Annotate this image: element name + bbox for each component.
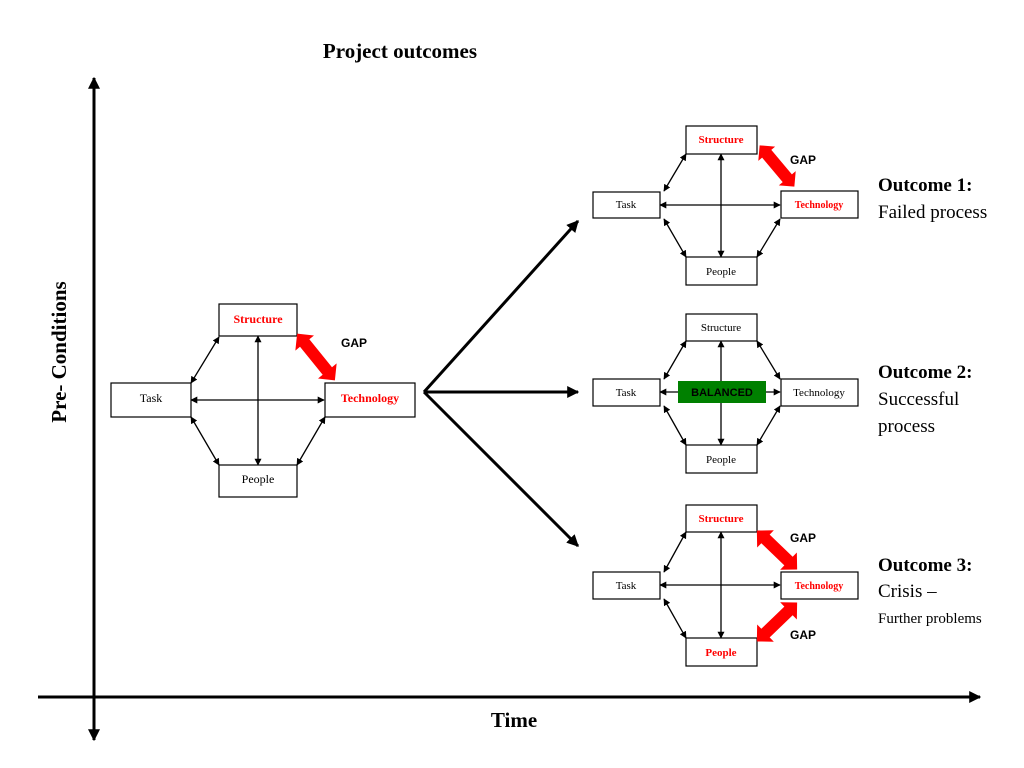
balanced-badge [678,381,766,403]
precondition-group: Structure Task Technology People GAP [110,303,416,498]
technology-people-arrow [296,416,326,466]
outcome1-group: Structure Task Technology People GAP Out… [592,125,987,286]
people-box [685,637,758,667]
structure-label: Structure [233,312,283,326]
task-label: Task [616,580,637,592]
outcome1-description: Failed process [878,202,987,223]
task-people-arrow [663,405,687,446]
gap-label-top: GAP [790,531,816,545]
technology-box [780,378,859,407]
task-structure-arrow [663,340,687,380]
outcome1-heading: Outcome 1: [878,175,972,196]
people-label: People [706,266,736,278]
structure-box [685,125,758,155]
outcome2-group: Structure Task Technology People BALANCE… [592,313,972,474]
task-label: Task [616,199,637,211]
gap-label: GAP [341,336,367,350]
task-box [592,191,661,219]
balanced-label: BALANCED [691,387,753,399]
outcome3-group: Structure Task Technology People GAP GAP… [592,504,982,667]
gap-label-bottom: GAP [790,628,816,642]
technology-structure-arrow [756,340,781,380]
people-box [685,444,758,474]
people-label: People [705,647,736,659]
people-label: People [242,472,275,486]
task-box [592,378,661,407]
outcome3-description-line1: Crisis – [878,581,937,602]
outcome3-description-line2: Further problems [878,611,982,627]
x-axis-label: Time [491,708,537,732]
task-people-arrow [663,218,687,258]
task-label: Task [616,387,637,399]
gap-arrow [295,333,337,381]
gap-arrow [758,145,796,187]
task-label: Task [140,391,163,405]
outcome2-heading: Outcome 2: [878,362,972,383]
people-label: People [706,454,736,466]
task-people-arrow [663,598,687,639]
y-axis-label: Pre- Conditions [47,281,71,422]
technology-label: Technology [795,200,844,211]
task-structure-arrow [190,336,220,384]
technology-label: Technology [793,387,845,399]
structure-label: Structure [698,513,743,525]
structure-label: Structure [701,322,741,334]
technology-label: Technology [341,391,399,405]
branch-arrow-outcome1 [422,219,580,394]
gap-arrow-bottom [756,602,798,642]
technology-box [780,571,859,600]
branch-arrow-outcome3 [422,390,580,548]
structure-box [218,303,298,337]
task-box [110,382,192,418]
people-box [218,464,298,498]
task-structure-arrow [663,153,687,192]
people-box [685,256,758,286]
technology-box [780,190,859,219]
technology-box [324,382,416,418]
outcome2-description-line1: Successful [878,389,959,410]
task-box [592,571,661,600]
task-structure-arrow [663,531,687,573]
structure-box [685,313,758,342]
gap-label: GAP [790,153,816,167]
technology-people-arrow [756,218,781,258]
structure-box [685,504,758,533]
gap-arrow-top [756,530,798,570]
outcome3-heading: Outcome 3: [878,555,972,576]
page-title: Project outcomes [323,39,477,63]
structure-label: Structure [698,134,743,146]
outcome2-description-line2: process [878,416,935,437]
technology-label: Technology [795,581,844,592]
technology-people-arrow [756,405,781,446]
task-people-arrow [190,416,220,466]
